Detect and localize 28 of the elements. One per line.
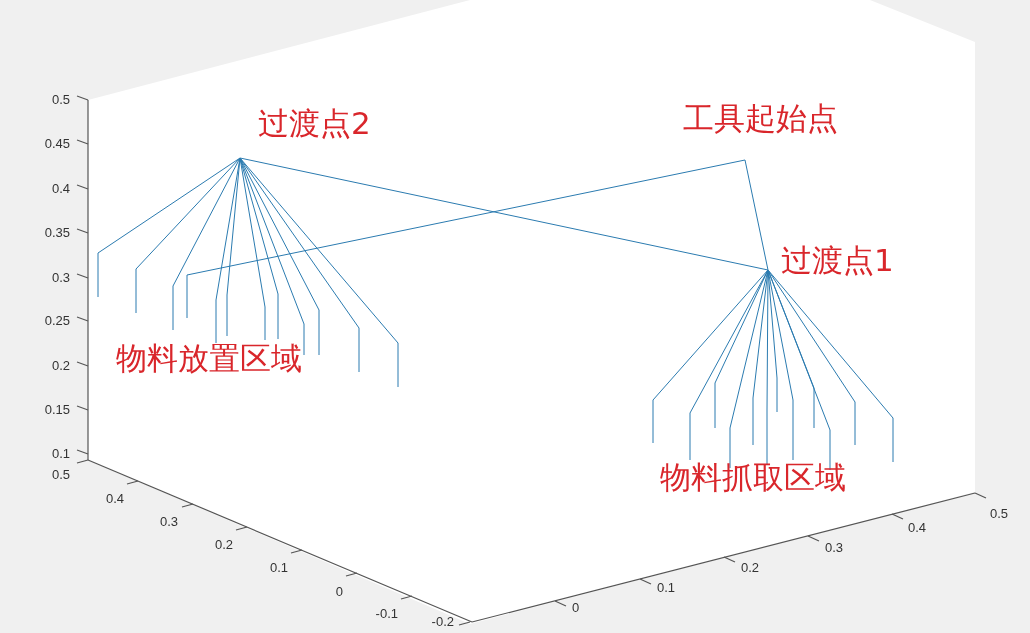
tick-label: 0.25 xyxy=(44,314,70,327)
tick-label: 0.5 xyxy=(51,468,70,481)
tick-label: 0.15 xyxy=(44,403,70,416)
tick-label: 0.3 xyxy=(51,271,70,284)
tick-label: 0.2 xyxy=(51,359,70,372)
tick-label: 0 xyxy=(335,585,343,598)
point-label: 物料抓取区域 xyxy=(660,462,846,493)
tick-label: -0.2 xyxy=(431,615,454,628)
tick-label: 0.2 xyxy=(214,538,233,551)
tick-label: 0.1 xyxy=(269,561,288,574)
point-label: 工具起始点 xyxy=(683,103,838,134)
tick-label: 0.35 xyxy=(44,226,70,239)
tick-label: 0.1 xyxy=(51,447,70,460)
point-label: 过渡点1 xyxy=(781,245,894,276)
tick-label: 0.4 xyxy=(105,492,124,505)
tick-label: -0.1 xyxy=(375,607,398,620)
point-label: 过渡点2 xyxy=(258,108,371,139)
point-label: 物料放置区域 xyxy=(116,343,302,374)
tick-label: 0.1 xyxy=(657,581,676,594)
tick-label: 0.3 xyxy=(159,515,178,528)
tick-label: 0.2 xyxy=(741,561,760,574)
tick-label: 0.5 xyxy=(51,93,70,106)
tick-label: 0.45 xyxy=(44,137,70,150)
tick-label: 0 xyxy=(572,601,580,614)
tick-label: 0.4 xyxy=(908,521,927,534)
tick-label: 0.5 xyxy=(990,507,1009,520)
tick-label: 0.4 xyxy=(51,182,70,195)
tick-label: 0.3 xyxy=(825,541,844,554)
